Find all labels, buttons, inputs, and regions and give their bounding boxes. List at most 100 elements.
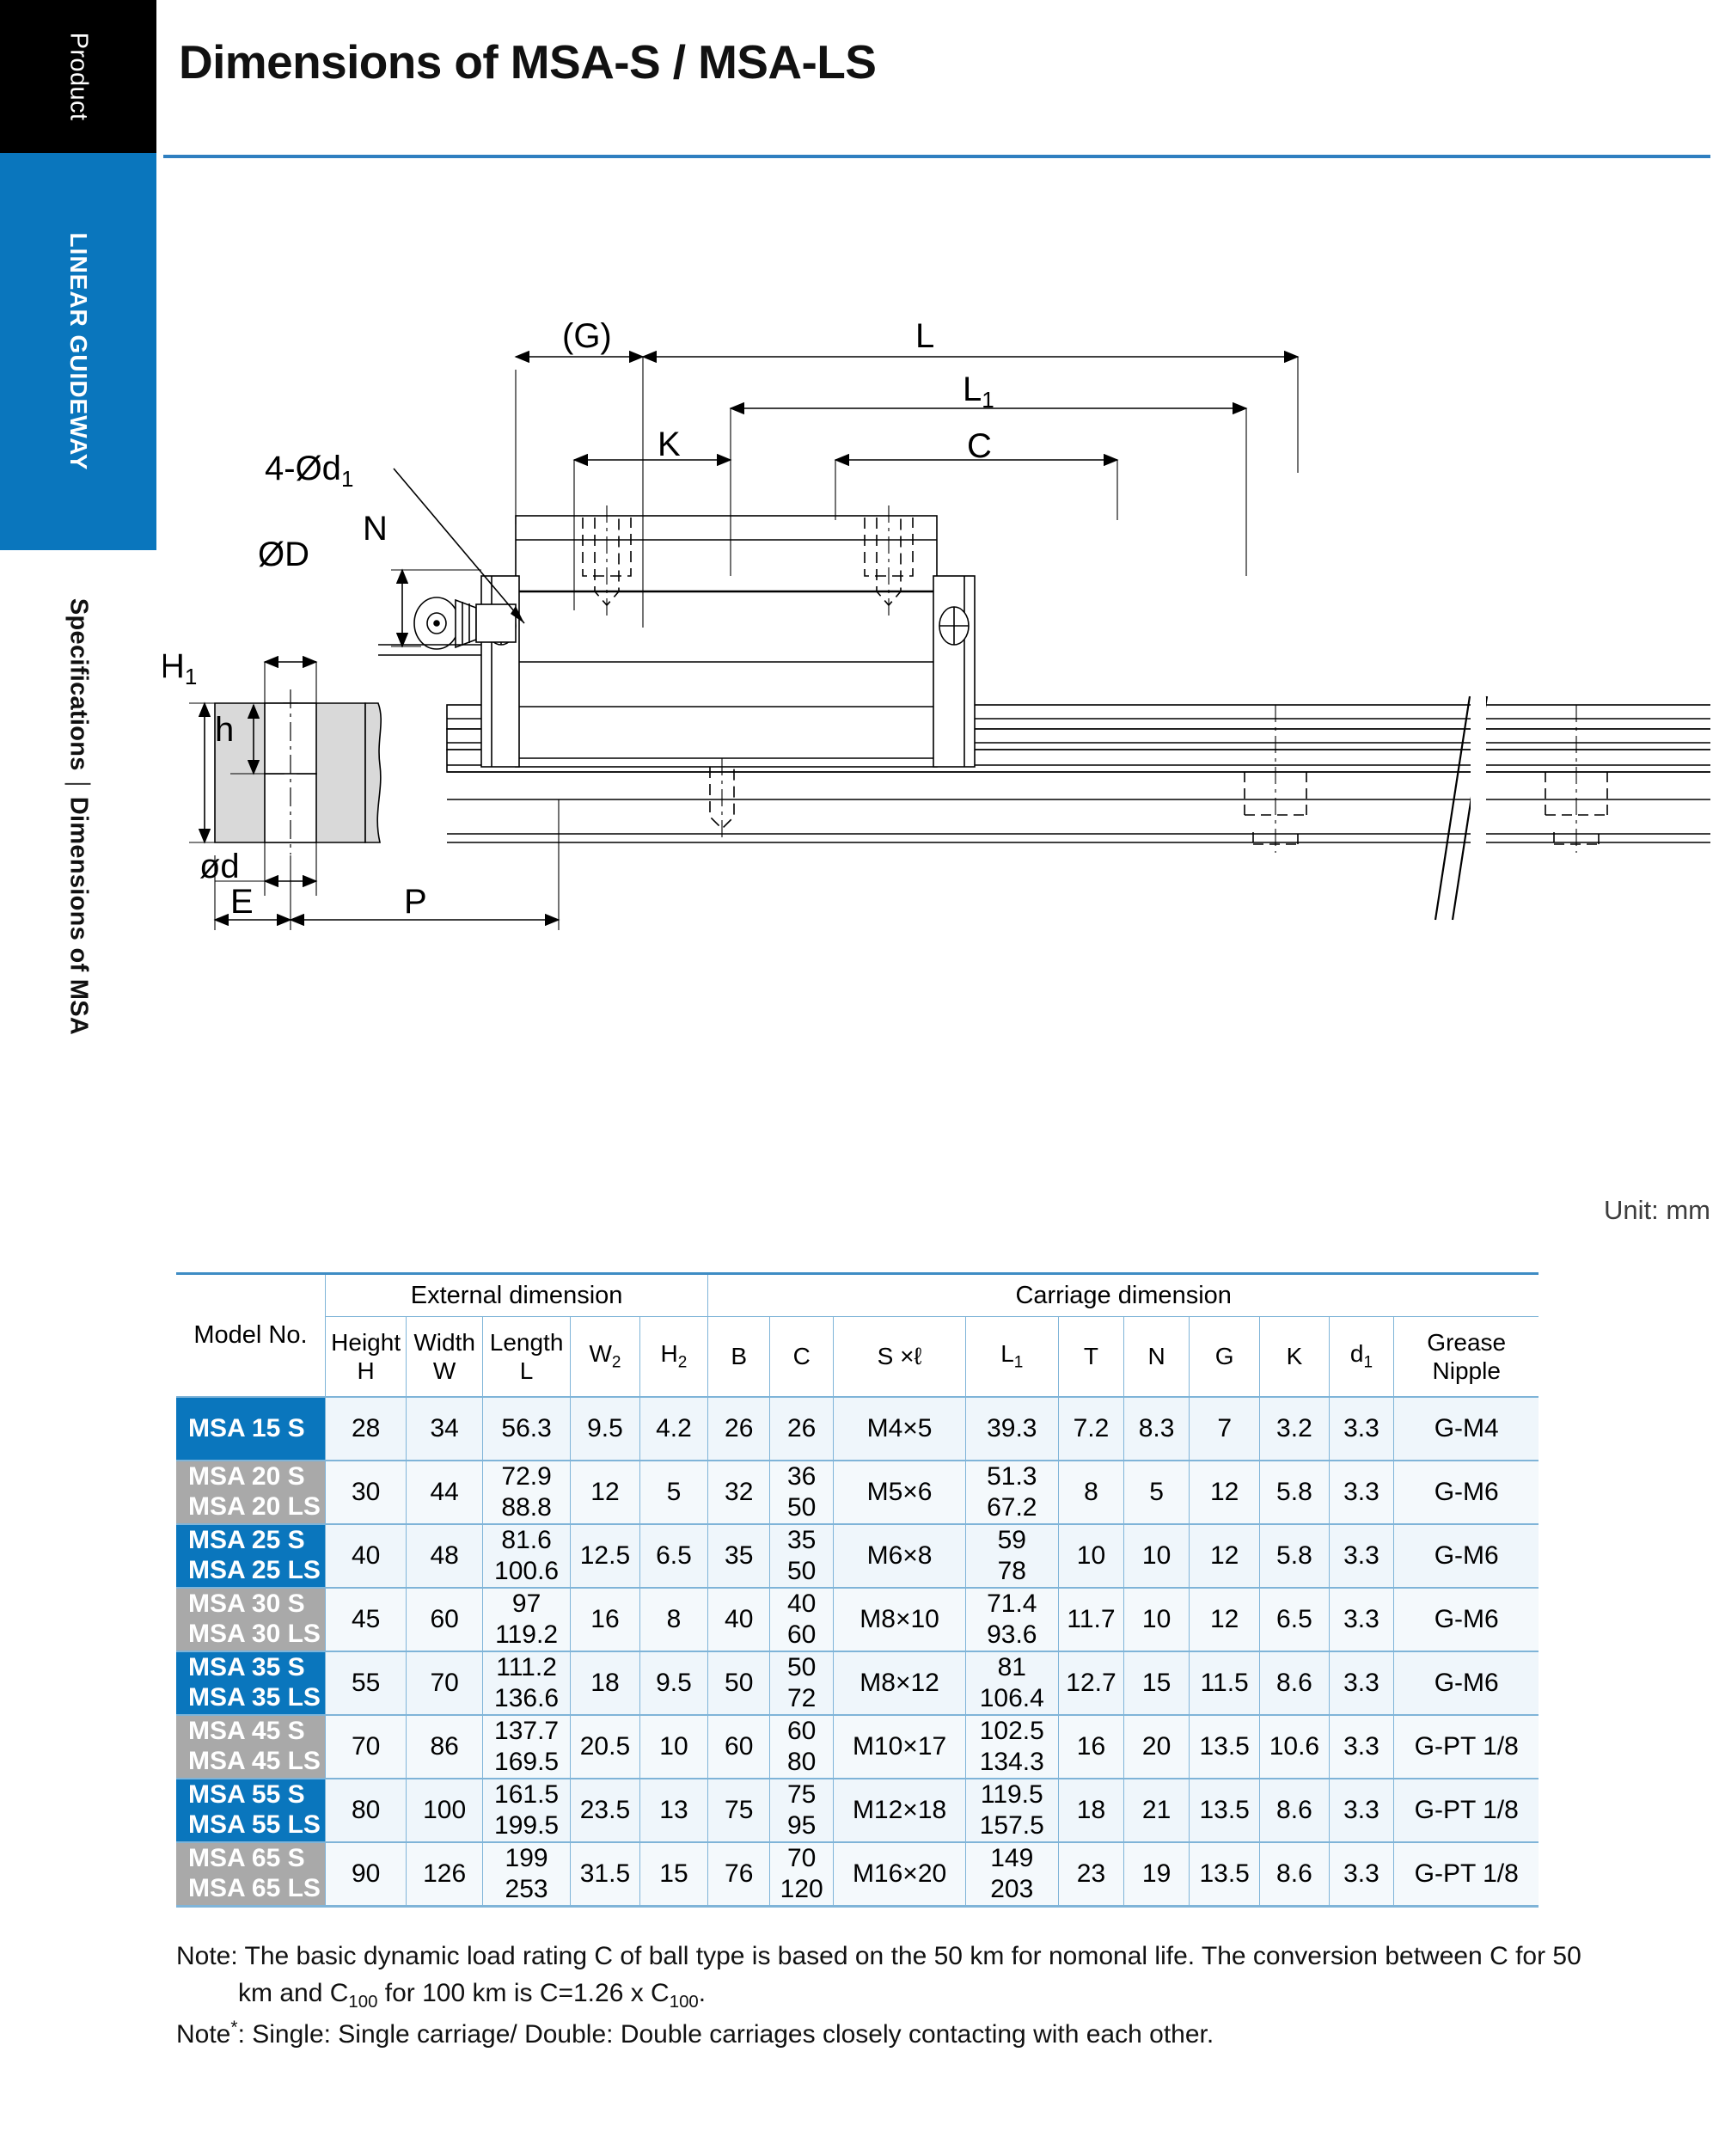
table-cell-b: 60 [707, 1714, 771, 1779]
col-h2-base: H [660, 1340, 678, 1368]
table-cell-k: 3.2 [1259, 1396, 1330, 1461]
table-cell-t: 11.7 [1057, 1587, 1125, 1652]
table-group-header-row: Model No. External dimension Carriage di… [176, 1272, 1539, 1398]
table-cell-d1: 3.3 [1328, 1460, 1395, 1525]
table-cell-sxl: M6×8 [833, 1523, 966, 1589]
col-width-l2: W [432, 1357, 456, 1384]
col-height-l2: H [357, 1357, 375, 1384]
col-length-l2: L [519, 1357, 534, 1384]
table-cell-b: 35 [707, 1523, 771, 1589]
header-divider [163, 155, 1710, 158]
table-cell-d1: 3.3 [1328, 1714, 1395, 1779]
technical-drawing: (G) L L1 C K N ØD 4-Ød1 H1 h ød E P [163, 318, 1710, 937]
table-cell-d1: 3.3 [1328, 1778, 1395, 1843]
col-length-l1: Length [489, 1328, 564, 1356]
table-head: Model No. External dimension Carriage di… [176, 1272, 1539, 1398]
table-cell-grease: G-M6 [1393, 1587, 1539, 1652]
table-cell-g: 13.5 [1189, 1778, 1261, 1843]
table-cell-l1: 39.3 [964, 1396, 1059, 1461]
column-header-sxl: S ×ℓ [833, 1316, 966, 1398]
table-cell-sxl: M5×6 [833, 1460, 966, 1525]
table-cell-grease: G-M6 [1393, 1523, 1539, 1589]
table-cell-g: 13.5 [1189, 1714, 1261, 1779]
note-1b-post: . [698, 1978, 707, 2007]
table-cell-w2: 9.5 [570, 1396, 640, 1461]
col-l1-base: L [1000, 1340, 1014, 1368]
column-header-length: Length L [481, 1316, 572, 1398]
table-cell-h: 28 [324, 1396, 407, 1461]
dim-label-l1: L1 [963, 371, 994, 413]
col-w2-sub: 2 [611, 1354, 621, 1373]
sidebar-tab-product[interactable]: Product [0, 0, 156, 153]
table-row-model: MSA 15 S [176, 1396, 326, 1461]
table-cell-w2: 20.5 [570, 1714, 640, 1779]
table-cell-d1: 3.3 [1328, 1523, 1395, 1589]
sidebar-tab-specifications[interactable]: Specifications Dimensions of MSA [0, 550, 156, 1083]
dim-label-od-big: ØD [258, 536, 309, 573]
left-sidebar: Product LINEAR GUIDEWAY Specifications D… [0, 0, 156, 2156]
table-cell-n: 20 [1123, 1714, 1190, 1779]
dimensions-table: Model No. External dimension Carriage di… [176, 1272, 1539, 1908]
dim-label-h1: H1 [163, 647, 197, 689]
table-cell-w2: 31.5 [570, 1841, 640, 1908]
table-cell-w: 126 [406, 1841, 483, 1908]
table-cell-w2: 18 [570, 1651, 640, 1716]
col-grease-l1: Grease [1427, 1328, 1507, 1356]
note-1b-pre: km and C [238, 1978, 349, 2007]
note-1-line-1: Note: The basic dynamic load rating C of… [176, 1942, 1581, 1970]
table-cell-h: 40 [324, 1523, 407, 1589]
column-header-height: Height H [324, 1316, 407, 1398]
table-cell-h2: 4.2 [639, 1396, 709, 1461]
table-cell-b: 75 [707, 1778, 771, 1843]
sidebar-tab-linear-guideway-label: LINEAR GUIDEWAY [65, 232, 92, 471]
table-cell-g: 12 [1189, 1460, 1261, 1525]
table-cell-h2: 8 [639, 1587, 709, 1652]
table-cell-g: 13.5 [1189, 1841, 1261, 1908]
table-cell-k: 5.8 [1259, 1523, 1330, 1589]
dim-label-od-small: ød [199, 848, 240, 885]
table-cell-w2: 23.5 [570, 1778, 640, 1843]
sidebar-tab-linear-guideway[interactable]: LINEAR GUIDEWAY [0, 153, 156, 550]
column-header-c: C [769, 1316, 835, 1398]
table-cell-b: 32 [707, 1460, 771, 1525]
column-header-grease-nipple: Grease Nipple [1393, 1316, 1539, 1398]
table-cell-h2: 15 [639, 1841, 709, 1908]
table-cell-h: 70 [324, 1714, 407, 1779]
table-cell-sxl: M16×20 [833, 1841, 966, 1908]
table-cell-g: 12 [1189, 1523, 1261, 1589]
dim-label-c: C [967, 427, 992, 465]
table-cell-n: 5 [1123, 1460, 1190, 1525]
table-cell-l: 56.3 [481, 1396, 572, 1461]
table-cell-w: 86 [406, 1714, 483, 1779]
table-cell-grease: G-PT 1/8 [1393, 1714, 1539, 1779]
column-header-d1: d1 [1328, 1316, 1395, 1398]
dim-label-p: P [404, 883, 427, 921]
table-cell-grease: G-M6 [1393, 1460, 1539, 1525]
table-cell-h2: 5 [639, 1460, 709, 1525]
column-header-b: B [707, 1316, 771, 1398]
table-cell-h2: 6.5 [639, 1523, 709, 1589]
table-cell-t: 23 [1057, 1841, 1125, 1908]
table-cell-grease: G-M4 [1393, 1396, 1539, 1461]
table-cell-n: 8.3 [1123, 1396, 1190, 1461]
column-header-k: K [1259, 1316, 1330, 1398]
table-cell-w: 44 [406, 1460, 483, 1525]
dim-label-g: (G) [562, 318, 612, 355]
table-cell-w2: 16 [570, 1587, 640, 1652]
